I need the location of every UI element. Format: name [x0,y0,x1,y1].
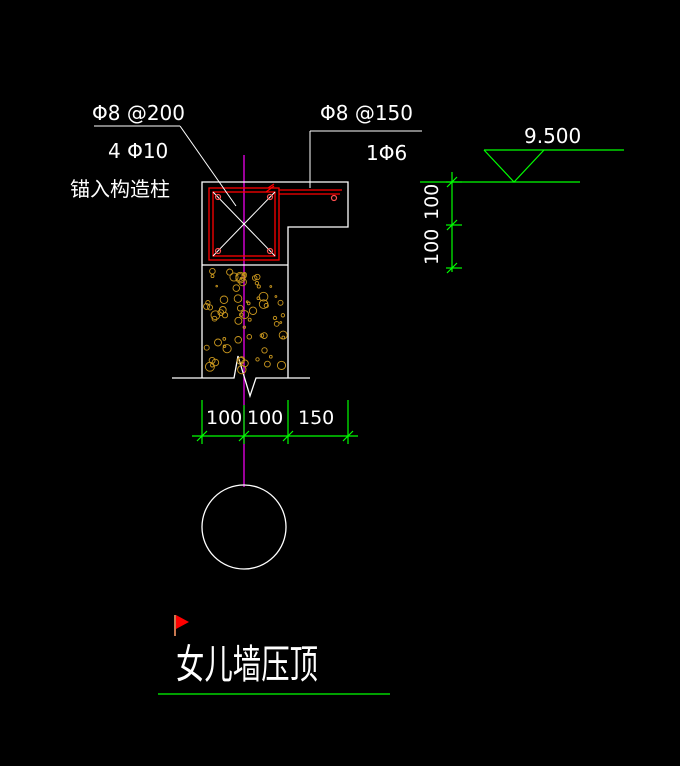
stirrup-left-label: Φ8 @200 [92,101,185,125]
aggregate-dot [278,330,288,340]
dim-h1: 100 [206,407,242,429]
bars-left-label: 4 Φ10 [108,139,168,163]
aggregate-dot [245,300,249,304]
aggregate-dot [264,360,271,368]
aggregate-dot [272,315,278,321]
aggregate-dot [280,313,286,318]
dim-h3: 150 [298,407,334,429]
dim-vertical-bottom: 100 [421,229,443,265]
aggregate-dot [217,309,225,316]
elevation-mark [420,149,624,183]
aggregate-dot [247,317,252,322]
axis-circle-icon [201,484,287,570]
aggregate-dot [246,334,253,340]
vertical-dimension [446,172,462,274]
rebar-cage [208,183,342,261]
aggregate-dot [240,310,250,320]
aggregate-dot [248,306,258,315]
aggregate-dot [219,295,229,305]
aggregate-dot [210,274,215,279]
aggregate-dot [279,321,283,324]
aggregate-dot [251,275,258,281]
dim-h2: 100 [247,407,283,429]
bar-right-label: 1Φ6 [366,141,407,165]
rebar-dots [214,193,338,255]
aggregate-dot [246,301,251,306]
aggregate-dot [235,271,246,282]
concrete-hatch [203,267,288,375]
aggregate-dot [276,360,287,370]
aggregate-dot [238,277,247,287]
aggregate-dot [238,312,244,317]
aggregate-dot [242,325,246,329]
wall-outline [172,181,349,399]
aggregate-dot [260,332,268,339]
aggregate-dot [259,333,265,338]
aggregate-dot [214,338,222,347]
red-flag-icon [174,615,189,636]
aggregate-dot [273,321,280,327]
aggregate-dot [274,295,278,298]
aggregate-dot [254,280,260,286]
aggregate-dot [255,357,260,362]
aggregate-dot [241,273,247,279]
aggregate-dot [237,364,247,375]
leader-lines [94,125,422,207]
aggregate-dot [215,284,218,288]
aggregate-dot [254,273,261,281]
aggregate-dot [233,294,243,303]
elevation-label: 9.500 [524,124,581,148]
aggregate-dot [209,267,216,275]
aggregate-dot [277,299,284,306]
aggregate-dot [258,299,269,309]
stirrup-right-label: Φ8 @150 [320,101,413,125]
aggregate-dot [234,316,243,325]
aggregate-dot [232,284,241,292]
aggregate-dot [258,291,269,302]
aggregate-dot [281,335,286,340]
aggregate-dot [234,336,242,344]
aggregate-dot [256,296,261,301]
aggregate-dot [256,284,261,289]
aggregate-dot [226,268,234,276]
aggregate-dot [222,337,227,341]
aggregate-dot [211,315,218,322]
horizontal-dimension [192,400,358,444]
aggregate-dot [269,285,273,288]
aggregate-dot [236,356,245,365]
aggregate-dot [268,354,273,359]
aggregate-dot [203,302,210,310]
aggregate-dot [229,272,239,282]
aggregate-dot [206,304,214,311]
drawing-title: 女儿墙压顶 [176,642,318,688]
anchor-note-label: 锚入构造柱 [70,177,170,201]
aggregate-dot [236,304,244,312]
aggregate-dot [211,358,220,367]
dim-vertical-top: 100 [421,184,443,220]
aggregate-dot [218,306,227,314]
aggregate-dot [204,361,215,372]
aggregate-dot [261,347,268,354]
aggregate-dot [203,344,210,351]
aggregate-dot [205,300,211,306]
aggregate-dot [222,344,232,354]
